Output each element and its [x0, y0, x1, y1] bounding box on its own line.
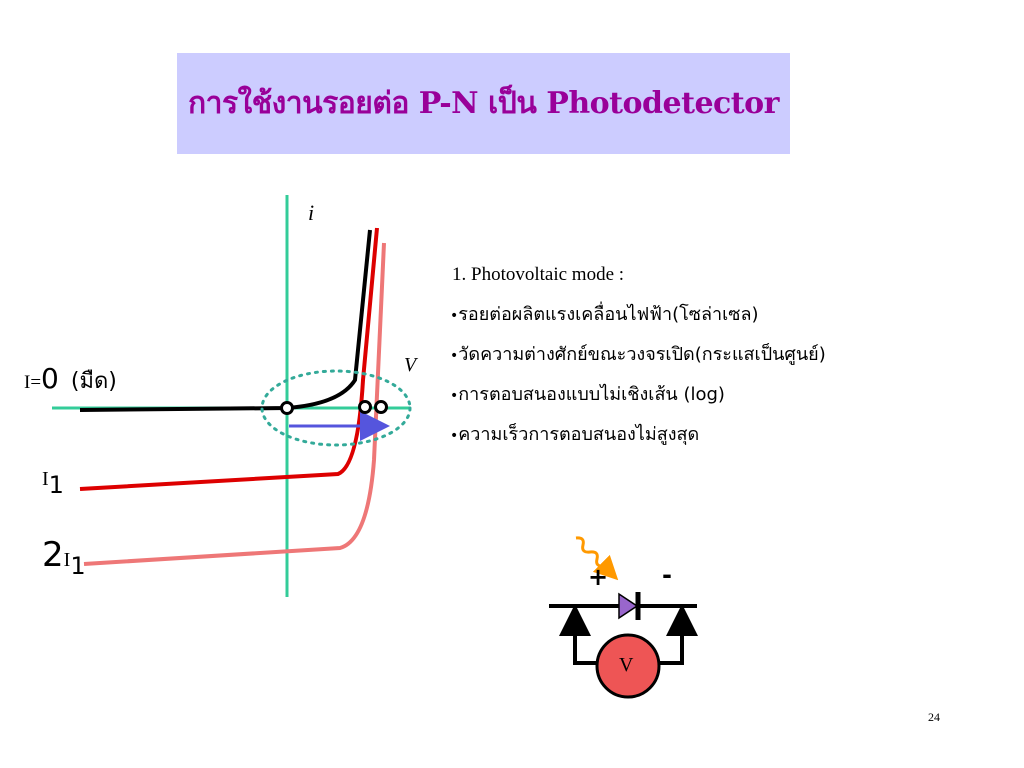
bullet-text: การตอบสนองแบบไม่เชิงเส้น (log): [458, 384, 725, 405]
dark-curve-label: I=0 (มืด): [24, 362, 117, 398]
voltmeter-label: V: [619, 654, 634, 676]
bullet-item: •ความเร็วการตอบสนองไม่สูงสุด: [450, 424, 700, 445]
2i1-subscript: 1: [70, 552, 86, 580]
light-wave-icon: [575, 536, 619, 581]
current-axis-label: i: [308, 200, 315, 225]
minus-terminal-label: -: [662, 561, 672, 589]
bullet-text: ความเร็วการตอบสนองไม่สูงสุด: [458, 424, 700, 445]
2i1-symbol: I: [63, 549, 71, 571]
dark-note: (มืด): [70, 369, 117, 394]
slide-title: การใช้งานรอยต่อ P-N เป็น Photodetector: [188, 86, 779, 121]
i1-subscript: 1: [48, 471, 64, 499]
operating-region-ellipse: [260, 369, 412, 447]
dark-value: 0: [41, 362, 59, 395]
mode-bullet-list: •รอยต่อผลิตแรงเคลื่อนไฟฟ้า(โซล่าเซล) •วั…: [450, 298, 826, 458]
page-number: 24: [928, 710, 940, 724]
bullet-item: •การตอบสนองแบบไม่เชิงเส้น (log): [450, 384, 725, 405]
plus-terminal-label: +: [588, 563, 609, 591]
mode-title: 1. Photovoltaic mode :: [452, 264, 625, 285]
circuit-wire-right: [657, 611, 684, 665]
circuit-wire-left: [573, 611, 600, 665]
i1-curve-label: I1: [42, 463, 64, 499]
bullet-item: •รอยต่อผลิตแรงเคลื่อนไฟฟ้า(โซล่าเซล): [450, 304, 759, 325]
bullet-text: วัดความต่างศักย์ขณะวงจรเปิด(กระแสเป็นศูน…: [458, 344, 826, 365]
voc-point-2i1: [374, 400, 388, 414]
title-box: การใช้งานรอยต่อ P-N เป็น Photodetector: [177, 53, 790, 154]
voltage-axis-label: V: [404, 354, 417, 376]
curve-dark: [79, 229, 372, 412]
voc-point-i1: [358, 400, 372, 414]
curve-i1: [79, 227, 379, 491]
curve-2i1: [83, 242, 386, 566]
bullet-item: •วัดความต่างศักย์ขณะวงจรเปิด(กระแสเป็นศู…: [450, 344, 826, 365]
diode-icon: [618, 592, 639, 620]
2i1-curve-label: 2I1: [42, 535, 86, 580]
voltmeter: [595, 633, 661, 699]
origin-point: [280, 401, 294, 415]
2i1-coefficient: 2: [42, 535, 64, 575]
photovoltaic-circuit: [549, 536, 698, 699]
i1-symbol: I: [42, 468, 49, 490]
dark-prefix: I=: [24, 372, 42, 393]
bullet-text: รอยต่อผลิตแรงเคลื่อนไฟฟ้า(โซล่าเซล): [458, 304, 759, 325]
